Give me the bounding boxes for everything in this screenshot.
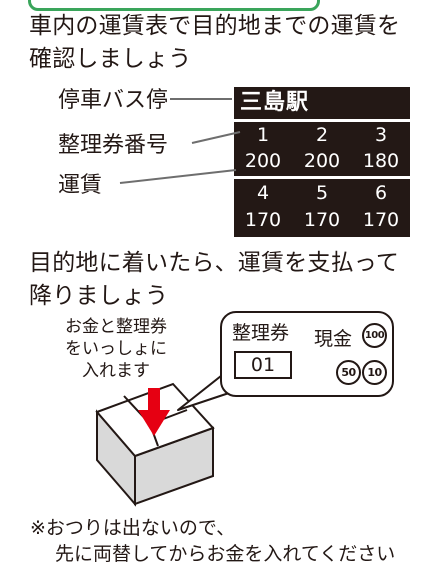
fare-board-fare: 180 <box>362 150 400 172</box>
bubble-ticket-label: 整理券 <box>232 322 290 344</box>
heading-check-fare-line2: 確認しましょう <box>29 46 192 72</box>
fare-board-fare: 200 <box>244 150 282 172</box>
payment-bubble: 整理券 01 現金 100 50 10 <box>220 311 394 397</box>
heading-pay-fare-line2: 降りましょう <box>29 283 169 309</box>
insert-instruction-line: お金と整理券 <box>65 317 167 337</box>
insert-instruction-line: 入れます <box>82 361 150 381</box>
leader-line-fare <box>119 169 237 184</box>
top-tab-frame <box>28 0 320 11</box>
ticket-number-box: 01 <box>234 351 292 379</box>
coin-100-icon: 100 <box>362 323 387 348</box>
ticket-number-value: 01 <box>250 354 276 376</box>
label-bus-stop: 停車バス停 <box>58 88 169 113</box>
fare-board-number: 2 <box>315 124 329 146</box>
fare-board-number: 5 <box>315 182 329 204</box>
fare-board-fare: 170 <box>303 209 341 231</box>
fare-board-divider <box>234 119 410 122</box>
leader-line-ticket-number <box>191 131 241 144</box>
fare-board-fare: 170 <box>244 209 282 231</box>
fare-board-number: 1 <box>256 124 270 146</box>
coin-50-icon: 50 <box>336 360 361 385</box>
fare-board: 三島駅 1 2 3 200 200 180 4 5 6 170 170 170 <box>234 87 410 237</box>
fare-board-number: 3 <box>374 124 388 146</box>
heading-check-fare-line1: 車内の運賃表で目的地までの運賃を <box>29 13 401 39</box>
insert-arrow-icon <box>138 388 170 436</box>
label-fare: 運賃 <box>58 173 103 198</box>
fare-board-divider <box>234 176 410 179</box>
fare-board-number: 6 <box>374 182 388 204</box>
label-ticket-number: 整理券番号 <box>58 133 169 158</box>
insert-instruction-line: をいっしょに <box>65 339 167 359</box>
insert-instruction: お金と整理券 をいっしょに 入れます <box>36 316 196 382</box>
fare-board-fare: 200 <box>303 150 341 172</box>
fare-board-station: 三島駅 <box>240 90 310 115</box>
footnote-line2: 先に両替してからお金を入れてください <box>55 543 396 565</box>
fare-board-fare: 170 <box>362 209 400 231</box>
heading-pay-fare-line1: 目的地に着いたら、運賃を支払って <box>29 250 400 276</box>
bubble-cash-label: 現金 <box>314 328 353 350</box>
footnote-line1: ※おつりは出ないので、 <box>30 517 236 539</box>
fare-board-number: 4 <box>256 182 270 204</box>
coin-10-icon: 10 <box>362 360 387 385</box>
